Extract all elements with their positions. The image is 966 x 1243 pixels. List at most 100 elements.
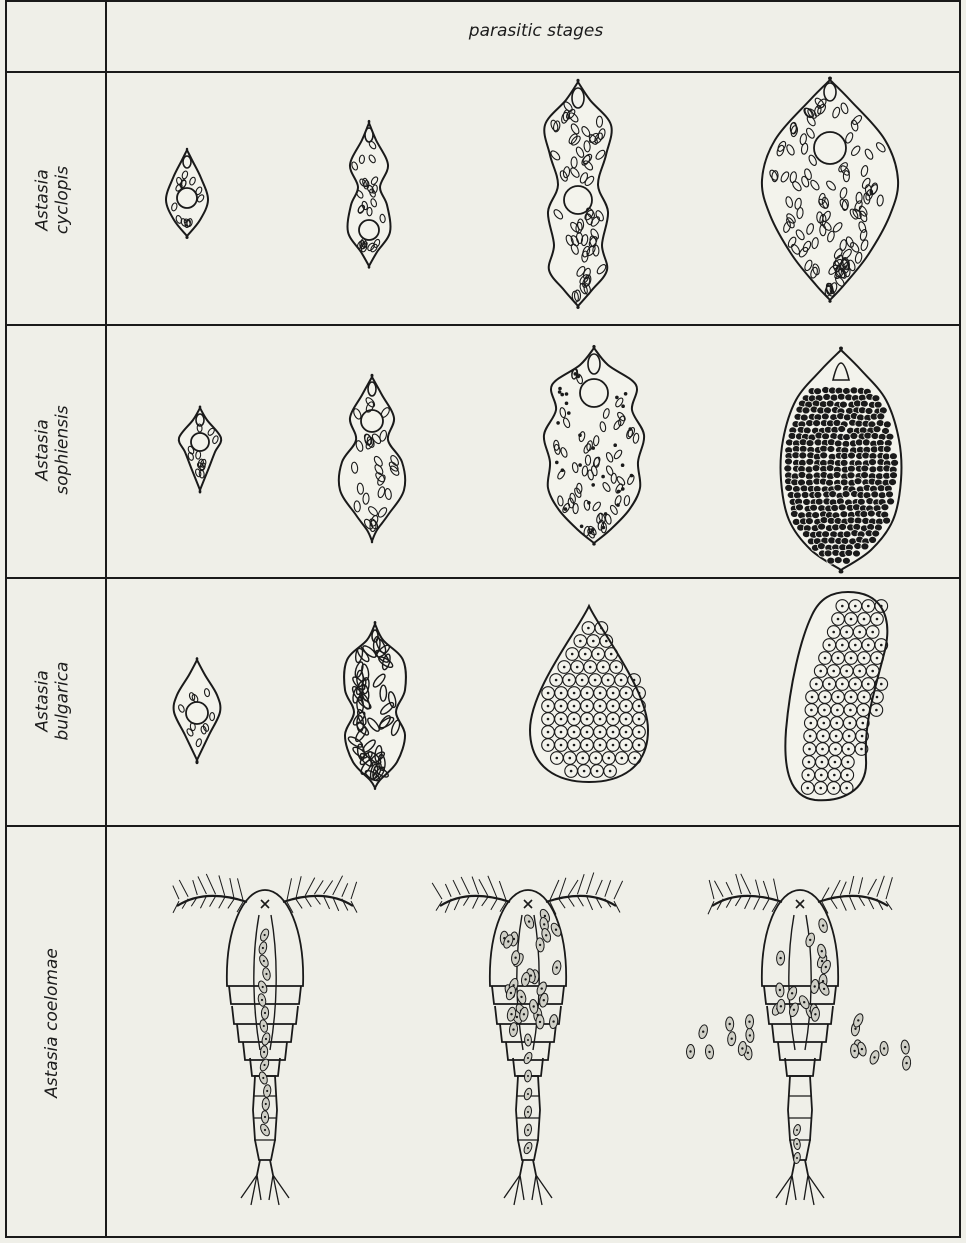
parasite-dot: [555, 929, 557, 931]
spore-core: [867, 644, 870, 647]
parasite-dot: [853, 1050, 855, 1052]
seta: [568, 897, 574, 906]
seta: [479, 879, 488, 895]
granule: [840, 479, 848, 486]
seta: [754, 897, 760, 909]
spore-core: [592, 640, 595, 643]
granule: [840, 511, 848, 518]
parasite-dot: [543, 923, 545, 925]
spore-core: [834, 761, 837, 764]
seta: [587, 872, 594, 894]
spore-core: [638, 731, 641, 734]
parasite-dot: [533, 1005, 535, 1007]
spore-core: [612, 731, 615, 734]
furca: [520, 1160, 536, 1175]
granule: [833, 419, 841, 426]
granule: [798, 471, 806, 478]
caudal-seta: [257, 1175, 261, 1200]
cell-sophiensis-stage-2: [339, 375, 405, 543]
copepod-mid-infection: [432, 872, 622, 1205]
granule: [891, 459, 899, 466]
spore-core: [854, 683, 857, 686]
granule: [621, 487, 625, 491]
parasite-dot: [861, 1048, 863, 1050]
parasite-dot: [708, 1051, 710, 1053]
granule: [831, 504, 839, 511]
spore-core: [846, 774, 849, 777]
granule: [815, 498, 823, 505]
cell-bulgarica-stage-3: [530, 606, 648, 782]
seta: [859, 877, 863, 894]
spore-core: [821, 761, 824, 764]
seta: [736, 874, 742, 894]
antenna-left: [177, 896, 247, 906]
seta: [324, 896, 330, 909]
granule: [829, 491, 837, 498]
parasite-dot: [803, 1001, 805, 1003]
granule: [850, 432, 858, 439]
spore-core: [863, 696, 866, 699]
parasite-dot: [741, 1047, 743, 1049]
seta: [849, 876, 853, 894]
granule: [826, 400, 834, 407]
granule: [886, 491, 894, 498]
seta: [198, 876, 207, 894]
spore-core: [594, 679, 597, 682]
seta: [726, 882, 732, 895]
seta: [763, 881, 769, 898]
spore-core: [806, 787, 809, 790]
granule: [869, 536, 877, 543]
granule: [591, 483, 595, 487]
spore-core: [867, 683, 870, 686]
cell-sophiensis-stage-1: [179, 407, 221, 493]
spore-core: [625, 718, 628, 721]
antennae: [432, 872, 622, 914]
seta: [840, 882, 846, 896]
parasites: [257, 928, 272, 1137]
parasite-dot: [265, 973, 267, 975]
granule: [854, 517, 862, 524]
granule: [796, 504, 804, 511]
spore-core: [560, 718, 563, 721]
parasite-dot: [689, 1050, 691, 1052]
granule: [793, 492, 801, 499]
nucleus: [359, 220, 379, 240]
granule: [624, 392, 628, 396]
spore-core: [808, 761, 811, 764]
spore-core: [880, 683, 883, 686]
spore-core: [810, 709, 813, 712]
granule: [837, 393, 845, 400]
spore-core: [811, 696, 814, 699]
granule: [878, 492, 886, 499]
spore-core: [605, 640, 608, 643]
granule: [833, 471, 841, 478]
granule: [785, 458, 793, 465]
parasite-dot: [814, 985, 816, 987]
parasite-dot: [263, 960, 265, 962]
seta: [708, 901, 714, 914]
granule: [800, 485, 808, 492]
parasite-dot: [528, 920, 530, 922]
seta: [305, 897, 311, 906]
granule: [848, 452, 856, 459]
parasite-dot: [556, 966, 558, 968]
granule: [630, 474, 634, 478]
seta: [179, 880, 188, 897]
spore-core: [849, 722, 852, 725]
antennae: [708, 874, 892, 914]
parasite-dot: [262, 947, 264, 949]
granule: [827, 557, 835, 564]
spore-core: [599, 744, 602, 747]
granule: [615, 396, 619, 400]
parasite-dot: [265, 1038, 267, 1040]
spore-core: [560, 705, 563, 708]
row-label-astasia-bulgarica: Astasia bulgarica: [33, 551, 72, 851]
parasite-dot: [541, 987, 543, 989]
granule: [862, 452, 870, 459]
spore-core: [822, 735, 825, 738]
granule: [591, 528, 595, 532]
spore-core: [854, 644, 857, 647]
parasite-dot: [527, 1111, 529, 1113]
granule: [847, 465, 855, 472]
